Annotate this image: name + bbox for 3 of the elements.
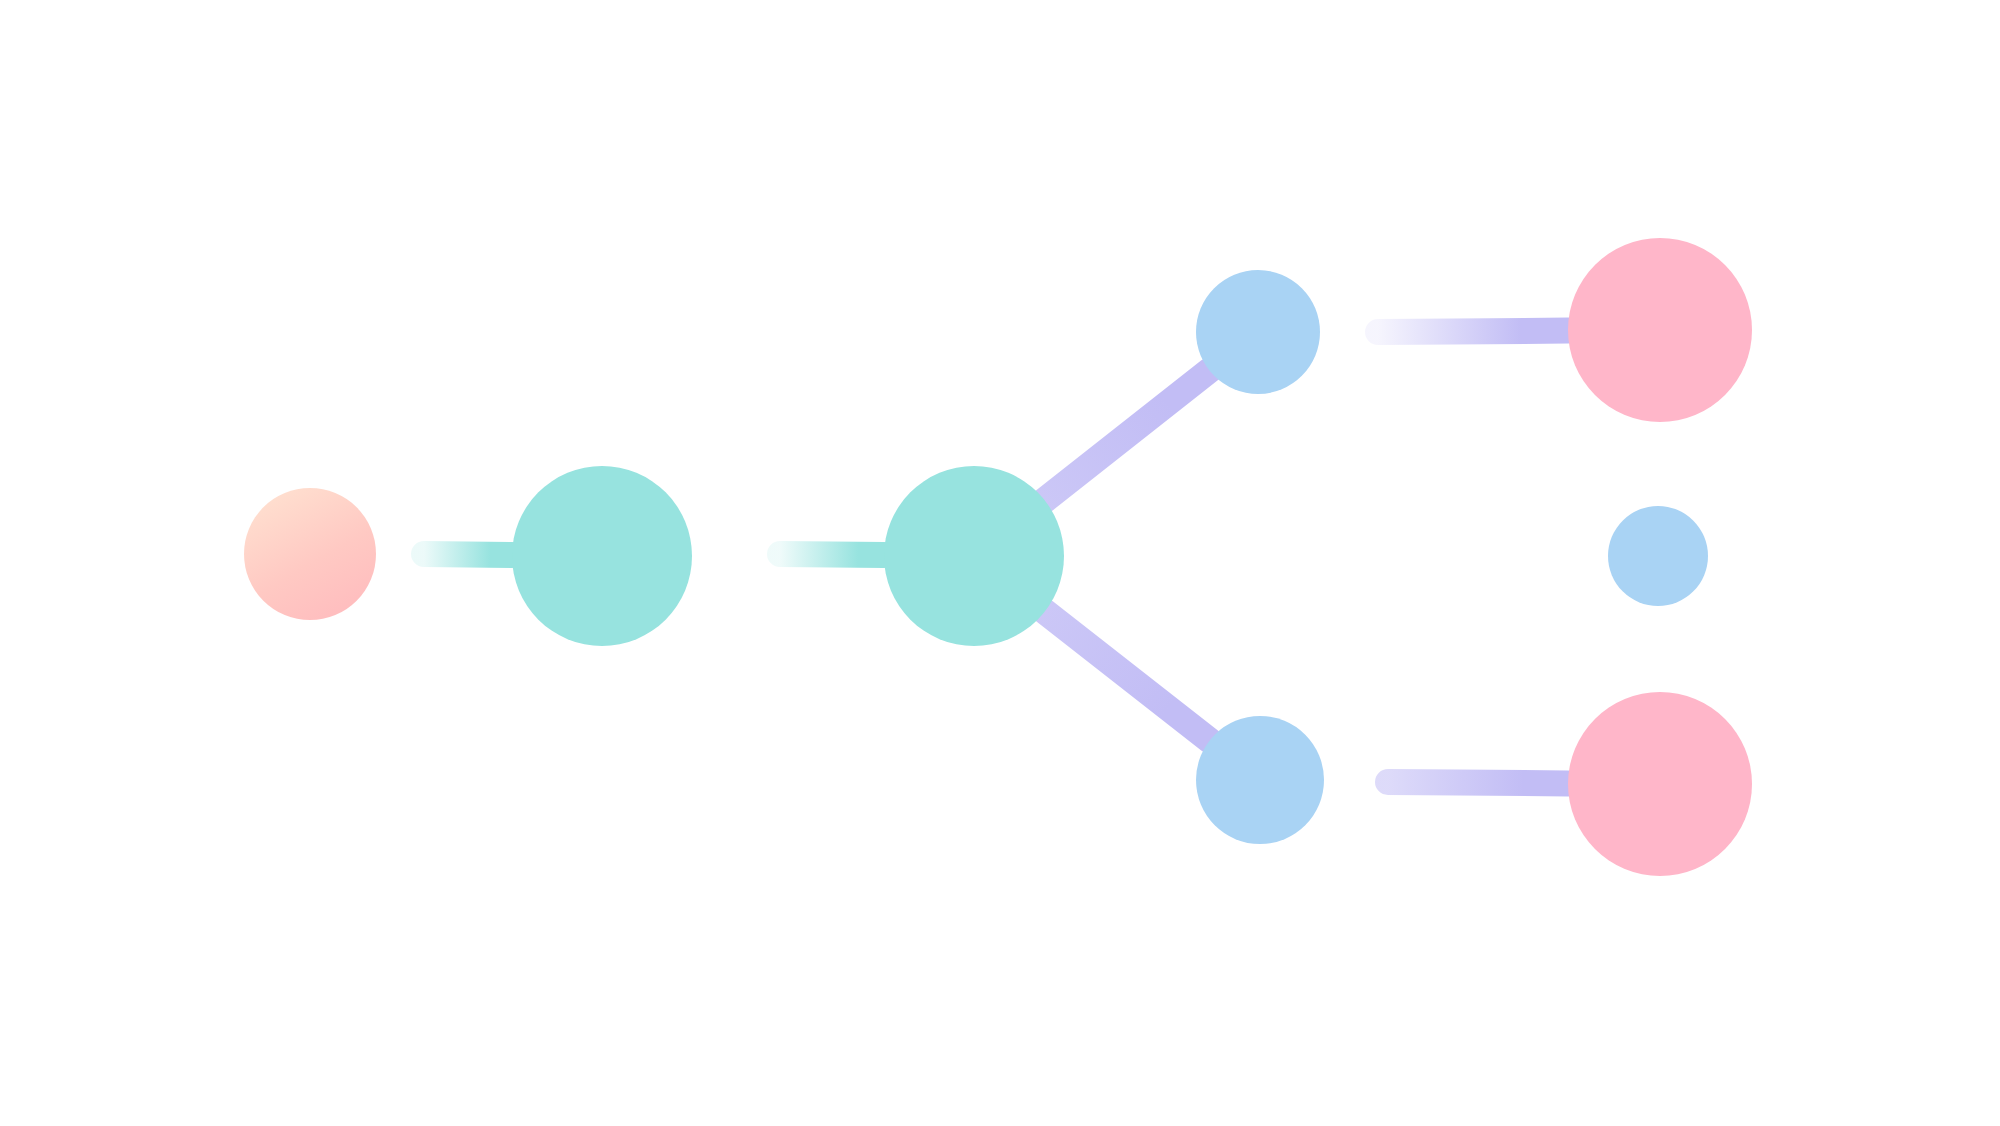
connector-line	[1031, 598, 1223, 754]
circle-node	[1608, 506, 1708, 606]
connector-line	[1031, 357, 1223, 514]
